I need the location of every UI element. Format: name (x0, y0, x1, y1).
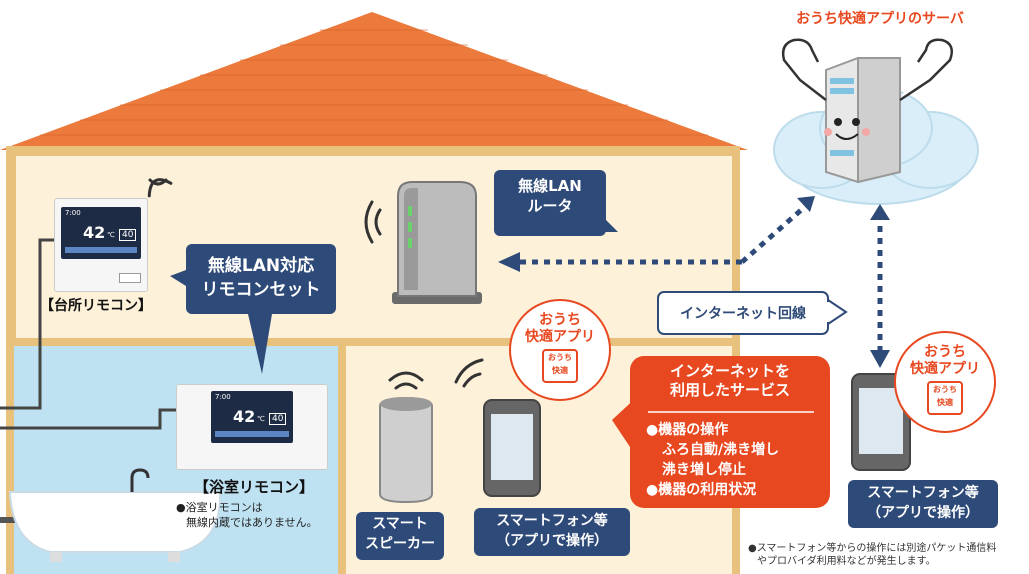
app-icon-left: おうち 快適 (542, 349, 578, 383)
phone-mid-label: スマートフォン等 （アプリで操作） (474, 508, 630, 556)
service-box (630, 356, 830, 508)
service-list: ●機器の操作 ふろ自動/沸き増し 沸き増し停止 ●機器の利用状況 (646, 422, 780, 498)
bath-remote-time: 7:00 (215, 393, 231, 401)
app-badge-left: おうち 快適アプリ おうち 快適 (510, 312, 610, 383)
bath-note-line1: ●浴室リモコンは (176, 501, 263, 514)
speaker-label: スマート スピーカー (356, 512, 444, 560)
server-icon (824, 57, 901, 184)
smartphone-mid-icon (483, 399, 541, 497)
phone-right-label: スマートフォン等 （アプリで操作） (848, 480, 998, 528)
bath-remote-label: 【浴室リモコン】 (193, 478, 314, 496)
wifi-set-label: 無線LAN対応 リモコンセット (201, 256, 321, 300)
service-title: インターネットを 利用したサービス (669, 362, 790, 399)
footnote: ●スマートフォン等からの操作には別途パケット通信料 やプロバイダ利用料などが発生… (748, 543, 997, 567)
kitchen-remote-time: 7:00 (65, 209, 81, 217)
bath-note-line2: 無線内蔵ではありません。 (186, 516, 318, 529)
bath-remote-temp: 42 (233, 407, 256, 426)
app-badge-right: おうち 快適アプリ おうち 快適 (895, 344, 995, 415)
server-arms-icon (781, 38, 953, 102)
bath-remote: 7:00 42 ℃ 40 (176, 384, 328, 470)
roof (0, 12, 748, 150)
wifi-icon (147, 178, 484, 390)
kitchen-remote-temp: 42 (83, 223, 106, 242)
smartphone-right-icon (851, 373, 911, 471)
kitchen-remote: 7:00 42 ℃ 40 (54, 198, 148, 292)
router-label: 無線LAN ルータ (518, 177, 582, 215)
router-icon (392, 181, 482, 304)
smart-speaker-icon (379, 396, 433, 504)
kitchen-remote-label: 【台所リモコン】 (40, 298, 152, 314)
server-title: おうち快適アプリのサーバ (796, 11, 964, 27)
app-icon-right: おうち 快適 (927, 381, 963, 415)
internet-line-label: インターネット回線 (680, 306, 806, 322)
faucet-icon (130, 468, 150, 492)
